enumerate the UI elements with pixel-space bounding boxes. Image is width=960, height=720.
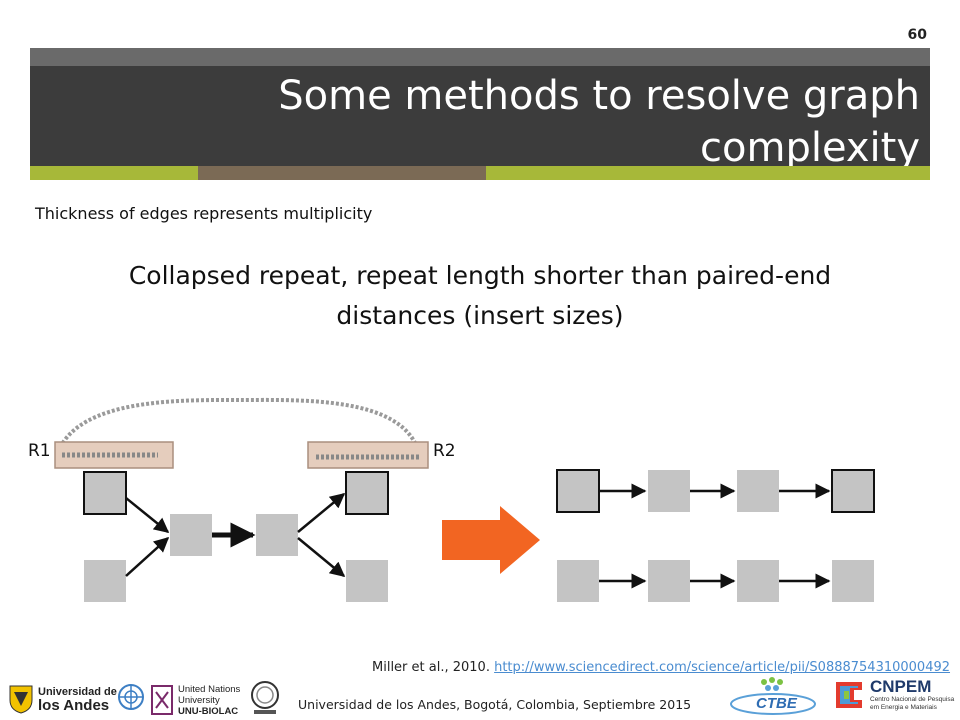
uniandes-logo: Universidad de los Andes: [8, 684, 117, 718]
unu-logo: United Nations University UNU-BIOLAC: [150, 684, 240, 720]
footer-text: Universidad de los Andes, Bogotá, Colomb…: [298, 697, 692, 712]
citation-link[interactable]: http://www.sciencedirect.com/science/art…: [494, 660, 951, 675]
main-statement-line2: distances (insert sizes): [336, 301, 624, 330]
subtitle: Thickness of edges represents multiplici…: [35, 204, 373, 223]
node-left-bottom: [84, 560, 126, 602]
unu-logo-line1: United Nations: [178, 684, 241, 695]
title-background: [30, 66, 930, 168]
node-result-b1: [557, 560, 599, 602]
paired-end-arc: [56, 397, 420, 453]
node-right-top: [345, 471, 389, 515]
transform-arrow: [442, 506, 540, 574]
title-top-band: [30, 48, 930, 68]
cnpem-logo-sub2: em Energia e Materiais: [870, 704, 937, 711]
edge-r2-to-rt: [297, 493, 346, 533]
node-repeat-1: [170, 514, 212, 556]
accent-bar-green-left: [30, 166, 198, 180]
slide-number: 60: [907, 27, 927, 43]
node-result-b3: [737, 560, 779, 602]
cnpem-logo-sub1: Centro Nacional de Pesquisa: [870, 696, 955, 703]
node-left-top: [83, 471, 127, 515]
edge-r2-to-rb: [297, 537, 346, 577]
unu-logo-line3: UNU-BIOLAC: [178, 706, 239, 717]
unu-logo-line2: University: [178, 695, 220, 706]
citation-text: Miller et al., 2010.: [372, 660, 490, 675]
main-statement: Collapsed repeat, repeat length shorter …: [40, 256, 920, 336]
uniandes-logo-line2: los Andes: [38, 697, 110, 714]
cnpem-logo-text: CNPEM: [870, 677, 932, 696]
ctbe-emblem-icon: [730, 677, 816, 715]
node-repeat-2: [256, 514, 298, 556]
label-r1: R1: [28, 441, 51, 461]
main-statement-line1: Collapsed repeat, repeat length shorter …: [128, 261, 832, 290]
node-result-b4: [832, 560, 874, 602]
node-result-a3: [737, 470, 779, 512]
node-result-b2: [648, 560, 690, 602]
slide-title-line2: complexity: [700, 125, 920, 171]
bios-emblem-icon: [251, 681, 279, 714]
slide-title-line1: Some methods to resolve graph: [278, 73, 920, 119]
accent-bar-brown: [198, 166, 486, 180]
unu-emblem-icon: [151, 685, 173, 715]
cnpem-emblem-icon: [836, 682, 862, 708]
edge-lb-to-r1: [125, 536, 170, 577]
node-result-a2: [648, 470, 690, 512]
ctbe-logo: CTBE: [728, 676, 818, 720]
graph-diagram: [54, 397, 875, 602]
accent-bar-green-right: [486, 166, 930, 180]
node-right-bottom: [346, 560, 388, 602]
ctbe-logo-text: CTBE: [756, 695, 797, 712]
un-globe-icon: [118, 684, 144, 710]
slide-title: Some methods to resolve graph complexity: [120, 70, 920, 174]
uniandes-crest-icon: [9, 685, 33, 714]
un-logo: [116, 682, 146, 716]
label-r2: R2: [433, 441, 456, 461]
bios-logo: [248, 680, 282, 720]
node-result-a1: [556, 469, 600, 513]
citation: Miller et al., 2010. http://www.scienced…: [372, 660, 950, 675]
edge-lt-to-r1: [125, 497, 170, 533]
cnpem-logo: CNPEM Centro Nacional de Pesquisa em Ene…: [832, 678, 954, 716]
uniandes-logo-line1: Universidad de: [38, 686, 117, 698]
node-result-a4: [831, 469, 875, 513]
